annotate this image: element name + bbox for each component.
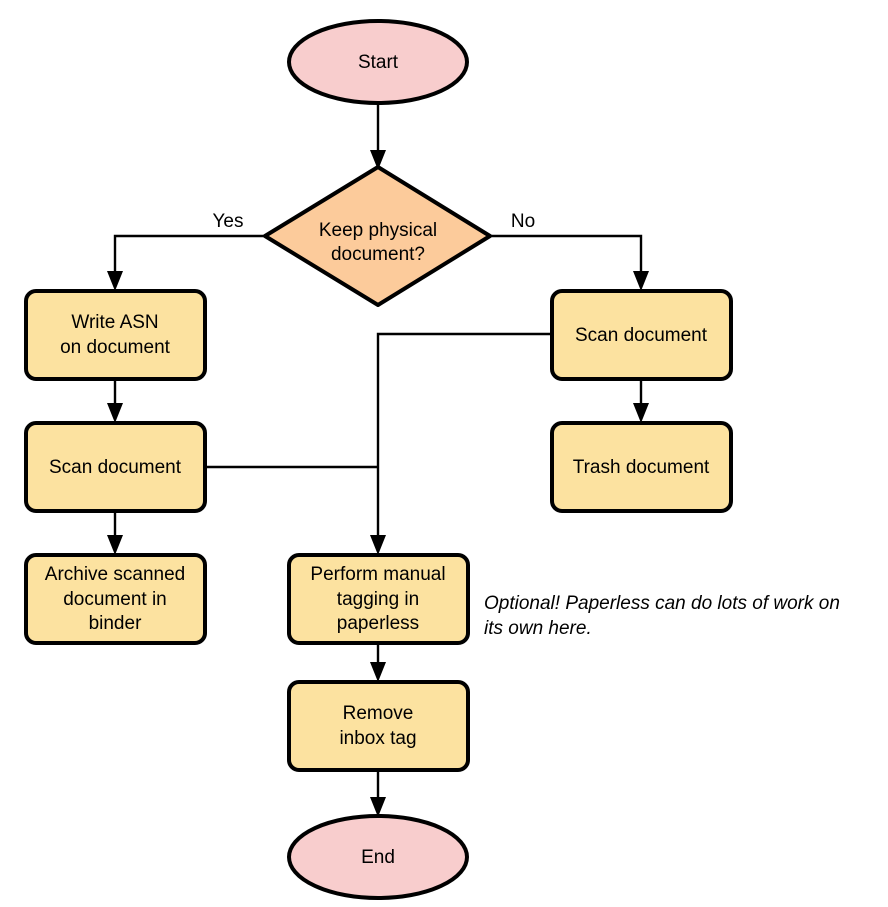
node-scan-document-right-shape[interactable] xyxy=(550,289,733,381)
edge-scan-left-to-archive xyxy=(107,511,123,555)
node-start[interactable]: Start xyxy=(287,19,469,105)
edge-start-to-decision xyxy=(370,103,386,170)
node-tagging-shape[interactable] xyxy=(287,553,470,645)
node-remove-inbox-label-line1: Remove xyxy=(343,703,414,724)
annotation-line1: Optional! Paperless can do lots of work … xyxy=(484,593,840,614)
node-scan-document-left[interactable]: Scan document xyxy=(24,421,207,513)
node-layer: Start Keep physical document? Write ASN … xyxy=(24,19,733,900)
node-start-shape[interactable] xyxy=(287,19,469,105)
edge-scan-right-to-trash xyxy=(633,379,649,423)
node-scan-document-left-shape[interactable] xyxy=(24,421,207,513)
edge-write-asn-to-scan-left xyxy=(107,379,123,423)
node-remove-inbox-tag[interactable]: Remove inbox tag xyxy=(287,680,470,772)
edge-scan-right-to-tagging xyxy=(376,332,552,545)
node-scan-document-left-label: Scan document xyxy=(49,457,182,478)
node-trash-label: Trash document xyxy=(573,457,710,478)
node-decision-label-line2: document? xyxy=(331,244,425,265)
node-scan-document-right-label: Scan document xyxy=(575,325,708,346)
edge-merge-arrow-to-tagging xyxy=(370,535,386,555)
node-scan-document-right[interactable]: Scan document xyxy=(550,289,733,381)
node-archive-shape[interactable] xyxy=(24,553,207,645)
node-remove-inbox-shape[interactable] xyxy=(287,680,470,772)
node-write-asn-shape[interactable] xyxy=(24,289,207,381)
edge-layer xyxy=(107,103,649,817)
edge-decision-to-scan-right xyxy=(490,234,649,291)
node-tagging-label-line2: tagging in xyxy=(337,589,419,610)
edge-remove-inbox-to-end xyxy=(370,770,386,817)
node-remove-inbox-label-line2: inbox tag xyxy=(339,728,416,749)
node-trash-document[interactable]: Trash document xyxy=(550,421,733,513)
node-end[interactable]: End xyxy=(287,814,469,900)
edge-label-no: No xyxy=(511,211,535,232)
annotation-line2: its own here. xyxy=(484,618,592,639)
node-archive-label-line1: Archive scanned xyxy=(45,564,185,585)
edge-decision-to-write-asn xyxy=(107,234,265,291)
node-perform-manual-tagging[interactable]: Perform manual tagging in paperless xyxy=(287,553,470,645)
node-end-label: End xyxy=(361,847,395,868)
edge-label-yes: Yes xyxy=(213,211,244,232)
node-write-asn-label-line1: Write ASN xyxy=(71,312,158,333)
node-archive-label-line3: binder xyxy=(89,613,142,634)
node-archive-scanned-document[interactable]: Archive scanned document in binder xyxy=(24,553,207,645)
node-start-label: Start xyxy=(358,52,399,73)
node-trash-shape[interactable] xyxy=(550,421,733,513)
node-write-asn-on-document[interactable]: Write ASN on document xyxy=(24,289,207,381)
node-write-asn-label-line2: on document xyxy=(60,337,171,358)
node-decision-label-line1: Keep physical xyxy=(319,220,437,241)
node-archive-label-line2: document in xyxy=(63,589,167,610)
annotation-optional-paperless: Optional! Paperless can do lots of work … xyxy=(484,593,840,639)
edge-tagging-to-remove-inbox xyxy=(370,643,386,682)
edge-label-layer: Yes No xyxy=(213,211,536,232)
node-tagging-label-line1: Perform manual xyxy=(310,564,445,585)
node-decision-keep-physical-document[interactable]: Keep physical document? xyxy=(263,165,492,307)
node-end-shape[interactable] xyxy=(287,814,469,900)
node-tagging-label-line3: paperless xyxy=(337,613,419,634)
node-decision-shape[interactable] xyxy=(263,165,492,307)
